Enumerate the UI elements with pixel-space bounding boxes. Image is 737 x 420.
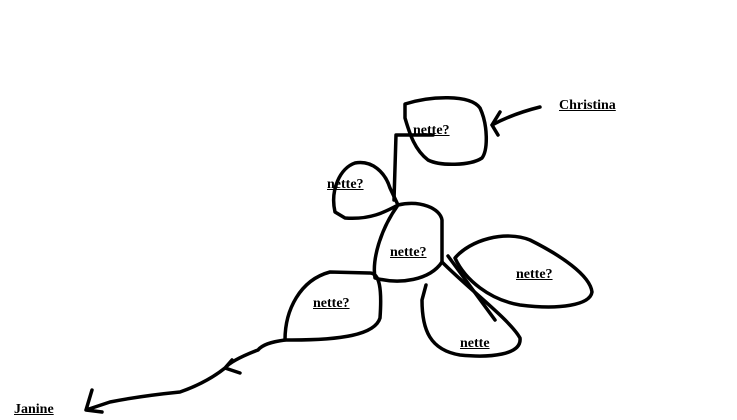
node-label: nette? bbox=[327, 177, 364, 192]
node-label: nette? bbox=[413, 123, 450, 138]
blob-center bbox=[372, 201, 444, 283]
connector-top bbox=[392, 133, 435, 202]
arrow-christina bbox=[490, 105, 542, 137]
arrow-janine bbox=[84, 338, 287, 414]
blob-left-lower bbox=[283, 270, 383, 342]
blob-left-upper bbox=[332, 160, 400, 221]
name-janine: Janine bbox=[14, 402, 54, 417]
blob-right bbox=[453, 234, 594, 309]
node-label: nette? bbox=[516, 267, 553, 282]
node-label: nette bbox=[460, 336, 490, 351]
blob-top bbox=[403, 96, 488, 166]
blob-bottom bbox=[420, 260, 522, 358]
node-label: nette? bbox=[313, 296, 350, 311]
node-label: nette? bbox=[390, 245, 427, 260]
name-christina: Christina bbox=[559, 98, 616, 113]
